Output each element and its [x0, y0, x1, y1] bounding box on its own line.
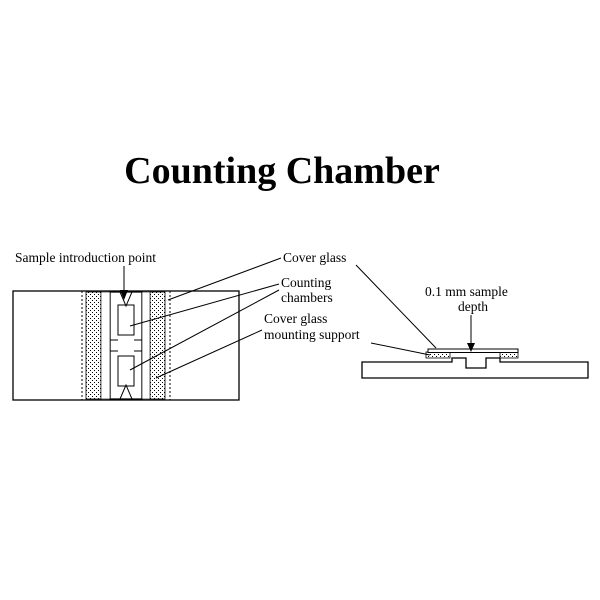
leader-cover-glass-left: [167, 257, 282, 301]
mounting-support-right: [149, 291, 166, 400]
side-view-cover-glass: [427, 348, 519, 353]
sample-introduction-arrow: [120, 266, 128, 300]
leader-mounting-support: [155, 329, 263, 379]
sample-depth-arrow: [467, 315, 475, 352]
label-sample-depth-line1: 0.1 mm sample: [425, 284, 508, 299]
label-sample-introduction-point: Sample introduction point: [15, 250, 156, 265]
sample-notch-top: [119, 291, 133, 308]
slide-side-view: [361, 348, 589, 379]
mounting-support-left: [85, 291, 102, 400]
label-sample-depth-line2: depth: [458, 299, 488, 314]
label-cover-glass: Cover glass: [283, 250, 346, 265]
side-view-slide: [361, 357, 589, 379]
leader-counting-chambers-lower: [129, 289, 280, 371]
inner-edge-right: [141, 291, 151, 400]
leader-mounting-support-side: [370, 342, 431, 356]
diagram-title: Counting Chamber: [124, 150, 440, 192]
counting-chambers-h-shape: [109, 291, 143, 400]
sample-notch-bottom: [119, 383, 133, 400]
label-mounting-support-line1: Cover glass: [264, 311, 327, 326]
slide-top-view: [12, 290, 240, 401]
label-mounting-support-line2: mounting support: [264, 327, 360, 342]
label-counting-chambers-line2: chambers: [281, 290, 333, 305]
label-counting-chambers-line1: Counting: [281, 275, 332, 290]
inner-edge-left: [100, 291, 111, 400]
leader-cover-glass-right: [355, 264, 437, 349]
leader-counting-chambers-upper: [129, 283, 280, 327]
